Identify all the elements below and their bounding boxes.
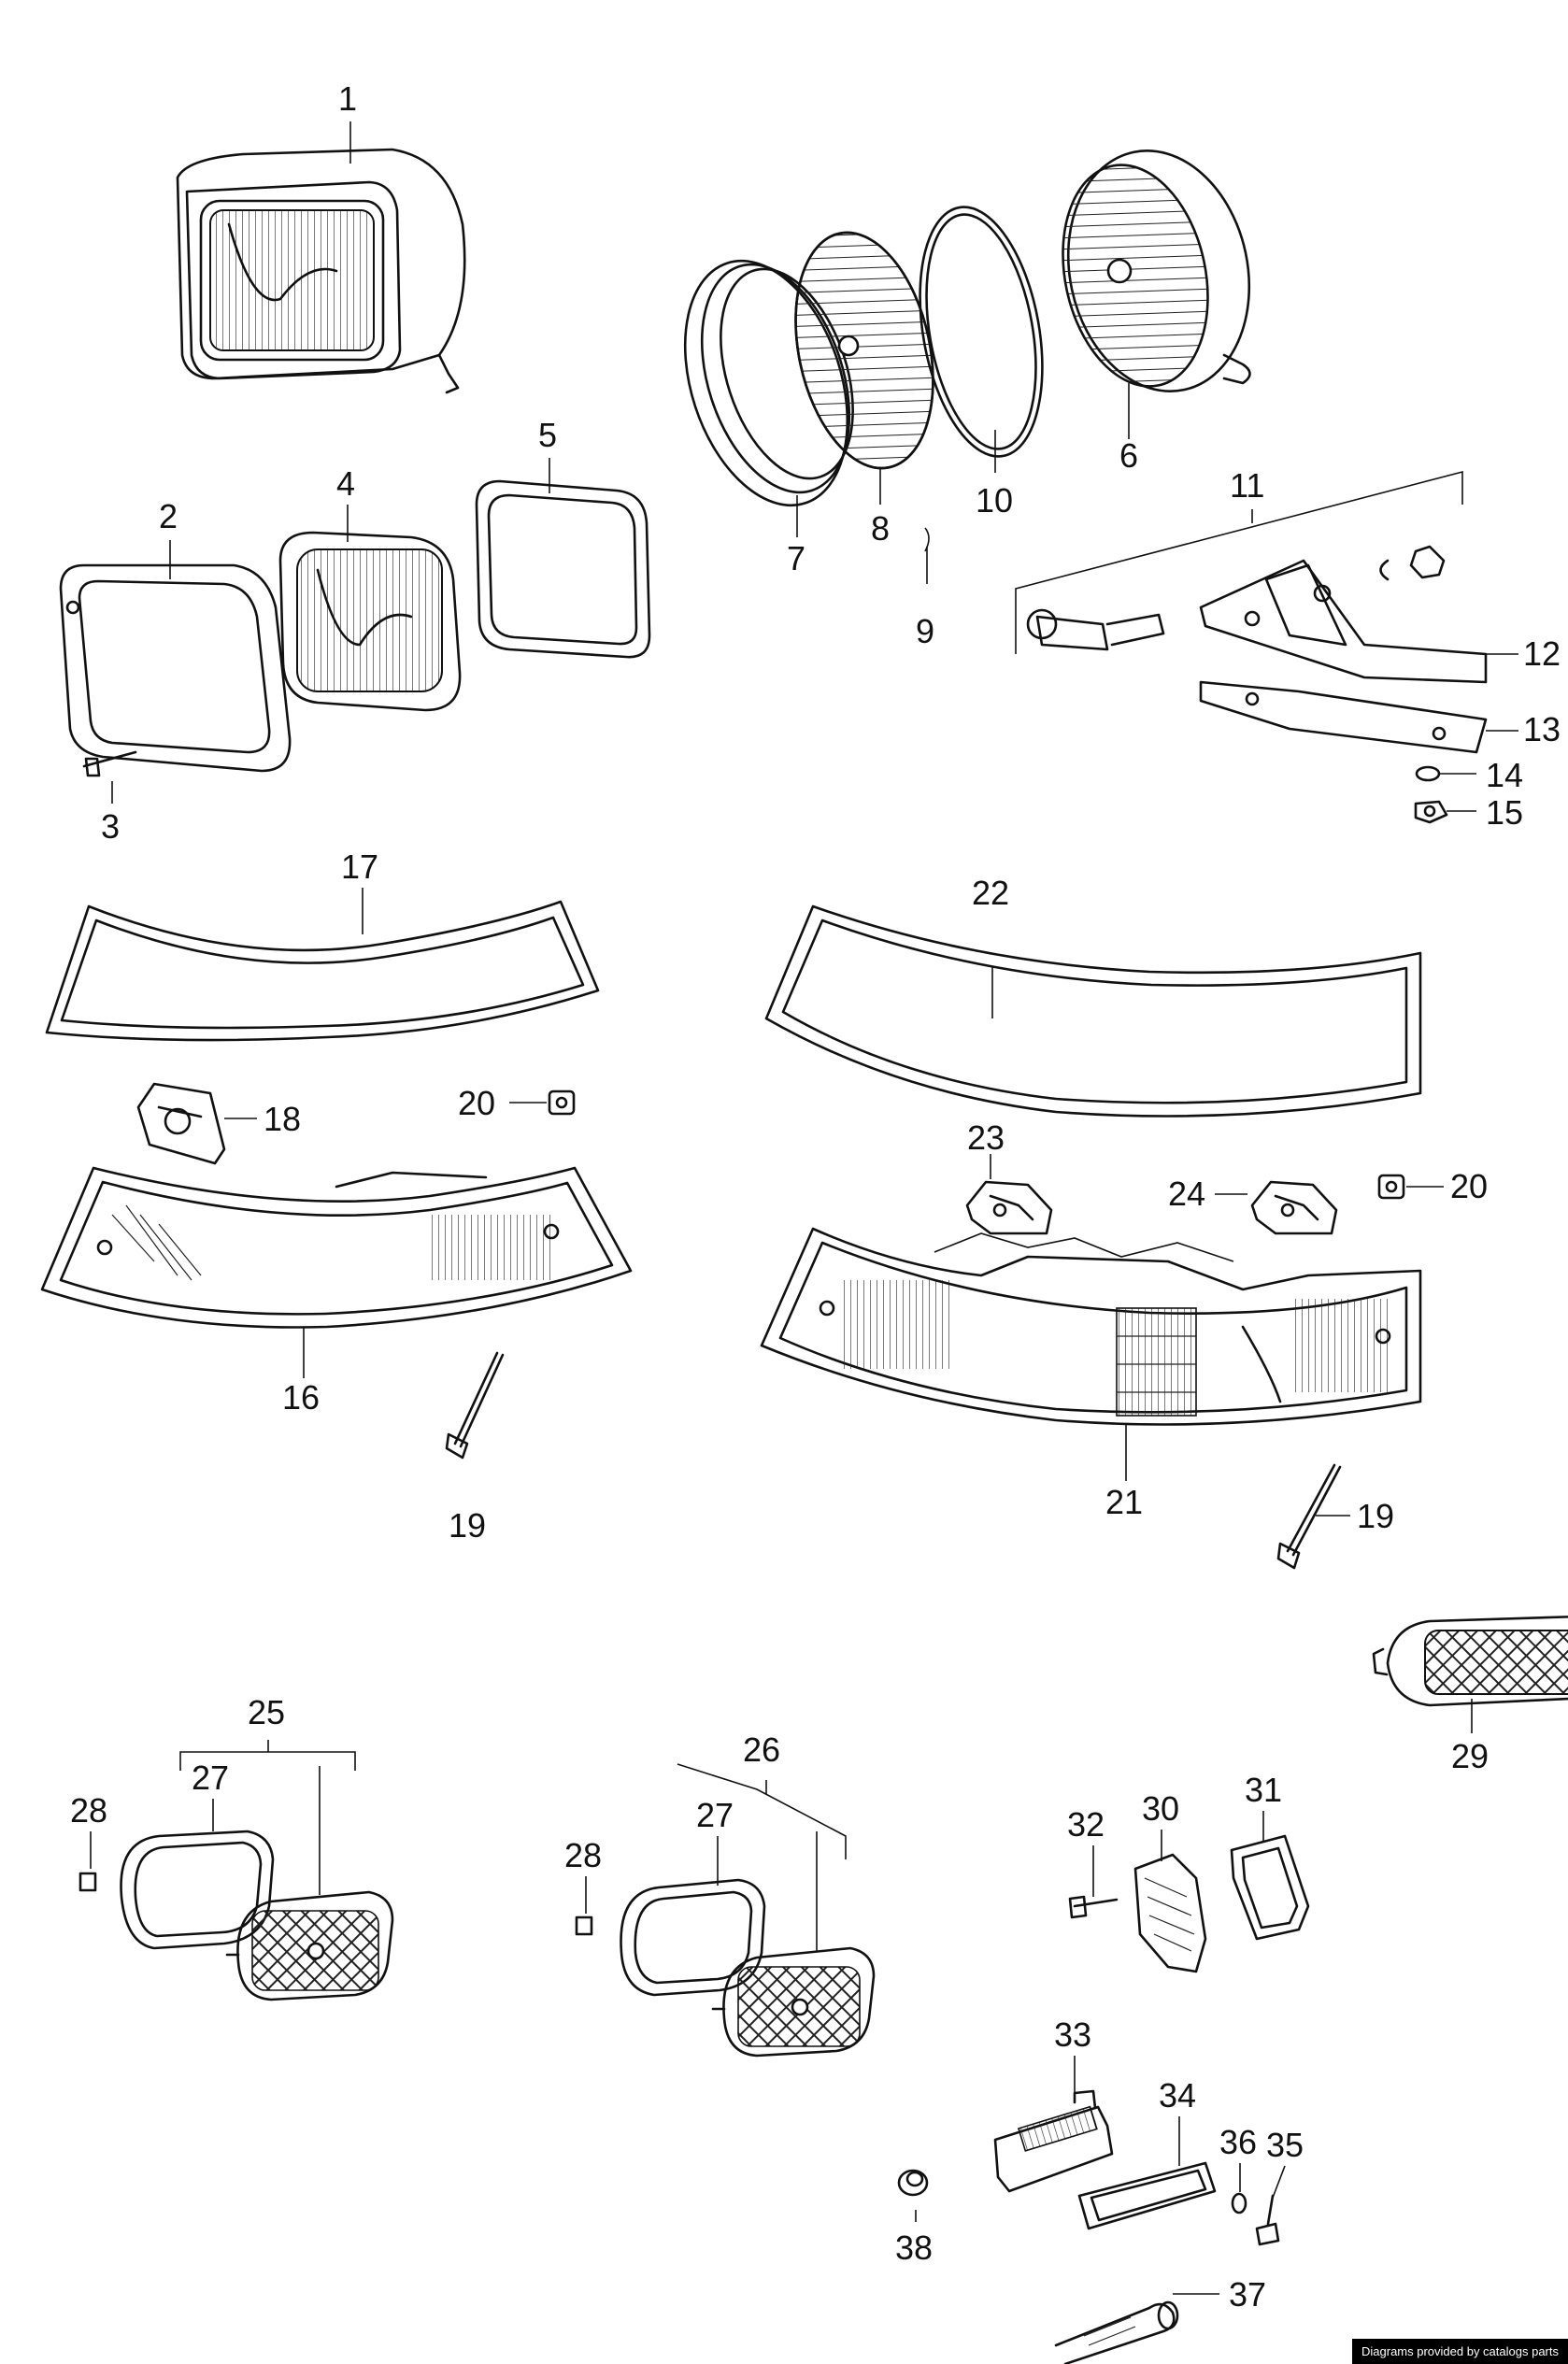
- callout-labels: 1 2 3 4 5 6 7 8 9 10 11 12 13 14 15 16 1…: [70, 79, 1561, 2314]
- callout-20: 20: [458, 1084, 495, 1122]
- callout-20b: 20: [1450, 1167, 1488, 1205]
- part-32-screw: [1068, 1895, 1119, 1919]
- part-20-clip-right: [1377, 1174, 1405, 1200]
- part-1-headlight-housing: [176, 148, 466, 394]
- part-3-screw: [82, 750, 137, 777]
- callout-33: 33: [1054, 2015, 1091, 2054]
- callout-27b: 27: [696, 1796, 734, 1834]
- callout-36: 36: [1219, 2123, 1257, 2161]
- part-37-pin: [1054, 2300, 1179, 2364]
- callout-38: 38: [895, 2229, 933, 2267]
- callout-14: 14: [1486, 756, 1523, 794]
- part-23-bulb-socket: [965, 1180, 1053, 1235]
- leader-lines: [90, 121, 1518, 2295]
- part-16-turn-signal-lens-left: [40, 1166, 633, 1329]
- callout-11: 11: [1230, 466, 1264, 505]
- part-10-gasket-ring: [919, 206, 1044, 458]
- part-22-turn-signal-seal-right: [764, 904, 1422, 1118]
- callout-27: 27: [192, 1759, 229, 1797]
- callout-16: 16: [282, 1378, 320, 1417]
- callout-29: 29: [1451, 1737, 1489, 1775]
- callout-35: 35: [1266, 2126, 1304, 2164]
- part-6-round-lamp: [1062, 150, 1251, 392]
- part-17-turn-signal-seal: [45, 900, 600, 1042]
- part-5-lens-seal: [475, 479, 651, 659]
- part-24-bulb-socket: [1250, 1180, 1338, 1235]
- part-18-bulb-holder: [136, 1082, 226, 1165]
- part-19-long-screw-right: [1276, 1463, 1342, 1570]
- callout-19: 19: [449, 1506, 486, 1545]
- callout-37: 37: [1229, 2275, 1266, 2314]
- part-19-long-screw-left: [445, 1351, 505, 1460]
- callout-34: 34: [1159, 2076, 1196, 2115]
- part-4-headlight-lens: [278, 531, 462, 712]
- callout-22: 22: [972, 874, 1009, 912]
- part-26-tail-lamp-assembly-right: [575, 1763, 876, 2058]
- part-31-gasket: [1230, 1834, 1310, 1941]
- callout-32: 32: [1067, 1805, 1105, 1844]
- callout-5: 5: [538, 416, 557, 454]
- callout-24: 24: [1168, 1175, 1205, 1213]
- part-21-turn-signal-assembly-right: [760, 1227, 1422, 1426]
- part-2-headlight-trim-frame: [59, 563, 292, 773]
- callout-12: 12: [1523, 634, 1561, 673]
- part-25-tail-lamp-assembly-left: [78, 1740, 394, 2001]
- callout-13: 13: [1523, 710, 1561, 748]
- callout-8: 8: [871, 509, 890, 548]
- callout-31: 31: [1245, 1771, 1282, 1809]
- callout-21: 21: [1105, 1483, 1143, 1521]
- callout-9: 9: [916, 612, 934, 650]
- callout-19b: 19: [1357, 1497, 1394, 1535]
- callout-3: 3: [101, 807, 120, 846]
- callout-1: 1: [338, 79, 357, 118]
- callout-26: 26: [743, 1730, 780, 1769]
- part-30-socket-housing: [1133, 1853, 1207, 1973]
- callout-2: 2: [159, 497, 178, 535]
- callout-28: 28: [70, 1791, 107, 1830]
- part-20-clip-left: [548, 1089, 576, 1116]
- callout-23: 23: [967, 1118, 1005, 1157]
- callout-28b: 28: [564, 1836, 602, 1874]
- diagram-credit: Diagrams provided by catalogs parts: [1352, 2339, 1568, 2364]
- part-34-license-lamp-lens: [1077, 2161, 1217, 2230]
- callout-10: 10: [976, 481, 1013, 520]
- callout-7: 7: [787, 539, 805, 577]
- callout-4: 4: [336, 464, 355, 503]
- callout-18: 18: [264, 1100, 301, 1138]
- part-11-bracket-assembly: [1015, 470, 1488, 824]
- part-29-side-marker-lamp: [1372, 1616, 1568, 1707]
- callout-25: 25: [248, 1693, 285, 1731]
- part-8-sealed-beam-unit: [794, 231, 934, 470]
- part-33-license-lamp-housing: [993, 2089, 1114, 2193]
- part-38-grommet: [897, 2169, 929, 2197]
- part-35-screw: [1255, 2194, 1280, 2246]
- callout-17: 17: [341, 847, 378, 886]
- part-36-washer: [1231, 2192, 1247, 2214]
- callout-30: 30: [1142, 1789, 1179, 1828]
- callout-15: 15: [1486, 793, 1523, 832]
- callout-6: 6: [1119, 436, 1138, 475]
